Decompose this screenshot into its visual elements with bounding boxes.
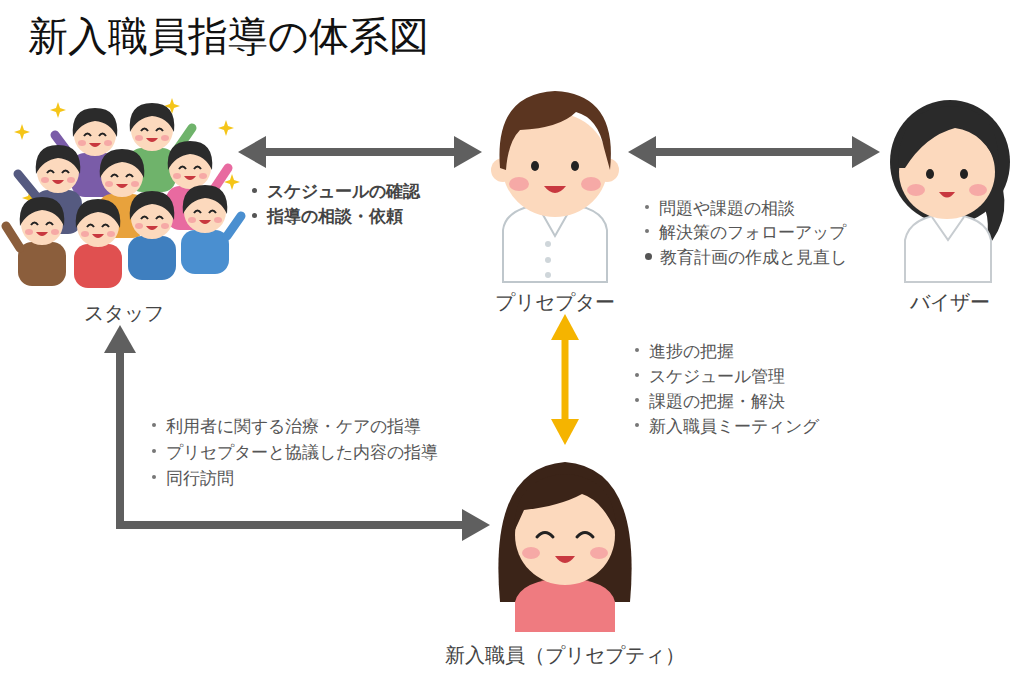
visor-node: バイザー: [880, 88, 1020, 314]
bullet-dot: [645, 253, 652, 260]
preceptor-node: プリセプター: [482, 82, 628, 314]
node-label: スタッフ: [84, 301, 164, 325]
staff-crowd: [6, 98, 241, 288]
staff-group: スタッフ: [10, 100, 238, 325]
node-label: プリセプター: [495, 290, 615, 314]
bullet-item: 指導の相談・依頼: [252, 205, 403, 227]
diagram-title: 新入職員指導の体系図: [28, 10, 429, 62]
connector-arrow: [656, 148, 852, 156]
note-text: スケジュール管理: [649, 366, 785, 386]
bullet-dot: [152, 423, 156, 427]
note-text: 教育計画の作成と見直し: [660, 247, 847, 267]
node-label: バイザー: [910, 290, 990, 314]
note-text: 指導の相談・依頼: [267, 206, 403, 226]
preceptee-node: 新入職員（プリセプティ）: [490, 445, 640, 667]
bullet-dot: [635, 423, 639, 427]
bullet-item: 問題や課題の相談: [645, 197, 795, 219]
bullet-dot: [252, 213, 257, 218]
bullet-dot: [635, 373, 639, 377]
bullet-item: 課題の把握・解決: [635, 390, 785, 412]
bullet-item: プリセプターと協議した内容の指導: [152, 441, 438, 463]
bullet-item: 利用者に関する治療・ケアの指導: [152, 415, 421, 437]
preceptor-figure: [491, 91, 619, 282]
note-text: 同行訪問: [166, 468, 234, 488]
note-text: 新入職員ミーティング: [649, 416, 819, 436]
connector-arrow: [266, 148, 454, 156]
bullet-dot: [645, 229, 649, 233]
bullet-item: 教育計画の作成と見直し: [645, 246, 847, 268]
connector-arrow: [562, 340, 569, 419]
note-text: 進捗の把握: [649, 341, 734, 361]
bullet-item: 同行訪問: [152, 467, 234, 489]
note-text: プリセプターと協議した内容の指導: [166, 442, 438, 462]
bullet-item: 進捗の把握: [635, 340, 734, 362]
bullet-dot: [152, 475, 156, 479]
bullet-dot: [252, 188, 257, 193]
bullet-dot: [635, 398, 639, 402]
visor-figure: [890, 100, 1010, 282]
bullet-item: 新入職員ミーティング: [635, 415, 819, 437]
bullet-item: スケジュールの確認: [252, 180, 420, 202]
connector-arrow: [120, 353, 462, 525]
bullet-dot: [152, 449, 156, 453]
preceptee-figure: [498, 462, 631, 632]
bullet-dot: [635, 348, 639, 352]
bullet-dot: [645, 205, 649, 209]
note-text: 問題や課題の相談: [659, 198, 795, 218]
bullet-item: スケジュール管理: [635, 365, 785, 387]
note-text: 課題の把握・解決: [649, 391, 785, 411]
note-text: スケジュールの確認: [267, 181, 420, 201]
bullet-item: 解決策のフォローアップ: [645, 221, 846, 243]
node-label: 新入職員（プリセプティ）: [445, 643, 685, 667]
note-text: 利用者に関する治療・ケアの指導: [166, 416, 421, 436]
note-text: 解決策のフォローアップ: [659, 222, 846, 242]
